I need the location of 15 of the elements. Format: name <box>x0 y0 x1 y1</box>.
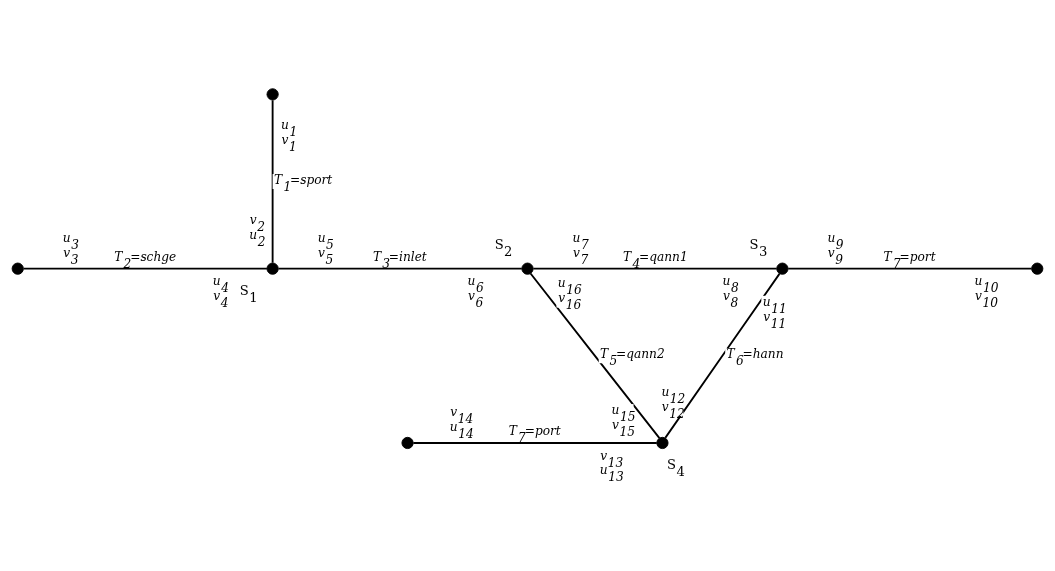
connector <box>529 272 661 439</box>
node-circle <box>266 87 279 100</box>
connector <box>532 267 778 270</box>
connector <box>787 267 1033 270</box>
node-circle <box>266 262 279 275</box>
connector <box>271 98 274 264</box>
connector <box>277 267 523 270</box>
node-circle <box>1031 262 1044 275</box>
connector <box>412 441 658 444</box>
connector <box>22 267 268 270</box>
node-circle <box>656 436 669 449</box>
node-circle <box>401 436 414 449</box>
node-circle <box>776 262 789 275</box>
node-circle <box>11 262 24 275</box>
node-circle <box>521 262 534 275</box>
